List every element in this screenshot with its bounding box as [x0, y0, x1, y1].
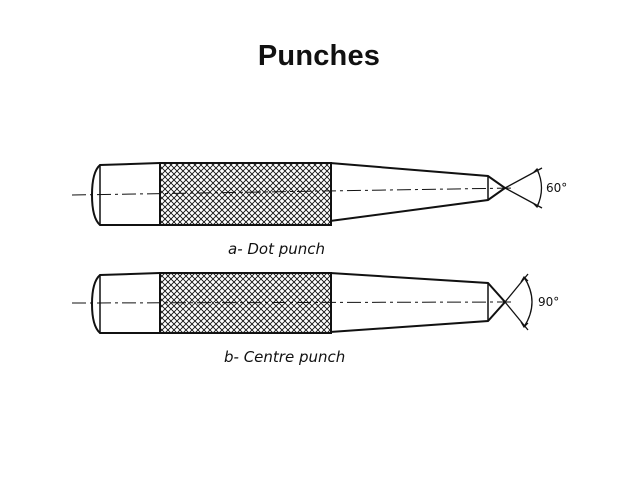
centre-punch-drawing: 90° b- Centre punch [71, 272, 559, 366]
dot-punch-angle-label: 60° [546, 181, 567, 195]
centre-punch-angle-arrow-bottom [520, 321, 529, 328]
dot-punch-drawing: 60° a- Dot punch [71, 162, 567, 258]
dot-punch-caption: a- Dot punch [228, 240, 325, 258]
dot-punch-knurled-grip [159, 162, 332, 226]
centre-punch-centerline [71, 301, 516, 304]
dot-punch-centerline [71, 187, 516, 196]
centre-punch-angle-arrow-top [520, 276, 529, 283]
dot-punch-outline [90, 162, 507, 226]
centre-punch-caption: b- Centre punch [224, 348, 345, 366]
centre-punch-angle-label: 90° [538, 295, 559, 309]
dot-punch-angle-line-upper [504, 167, 543, 189]
dot-punch-angle-arrow-top [532, 167, 540, 175]
centre-punch-angle-line-lower [504, 301, 529, 331]
centre-punch-angle-arc [523, 276, 533, 328]
dot-punch-angle-line-lower [504, 187, 543, 209]
centre-punch-outline [90, 272, 507, 334]
slide-title: Punches [257, 40, 381, 72]
centre-punch-angle-line-upper [504, 273, 529, 303]
dot-punch-angle-arrow-bottom [532, 201, 540, 209]
dot-punch-angle-arc [536, 168, 543, 208]
